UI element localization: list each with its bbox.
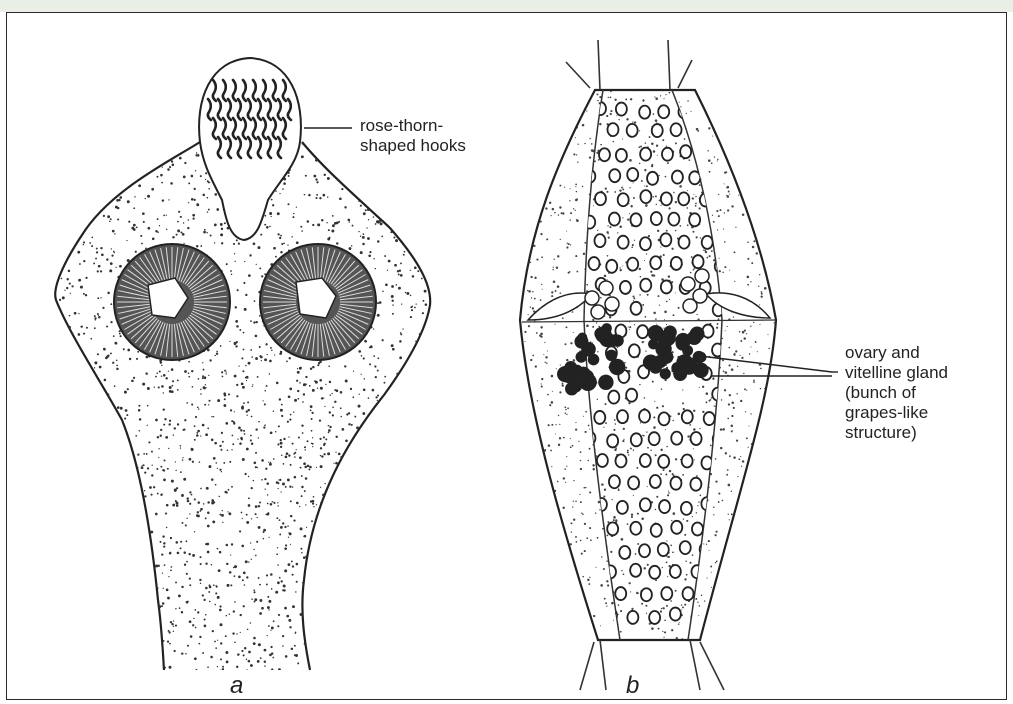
panel-label-a: a	[230, 672, 243, 700]
genital-pore-left	[528, 293, 592, 320]
panel-label-b: b	[626, 672, 639, 700]
proglottid-figure	[517, 40, 838, 690]
sucker-left	[114, 244, 230, 360]
sucker-right	[260, 244, 376, 360]
label-ovary-vitelline-gland: ovary and vitelline gland (bunch of grap…	[845, 343, 948, 443]
label-rose-thorn-hooks: rose-thorn- shaped hooks	[360, 116, 466, 156]
